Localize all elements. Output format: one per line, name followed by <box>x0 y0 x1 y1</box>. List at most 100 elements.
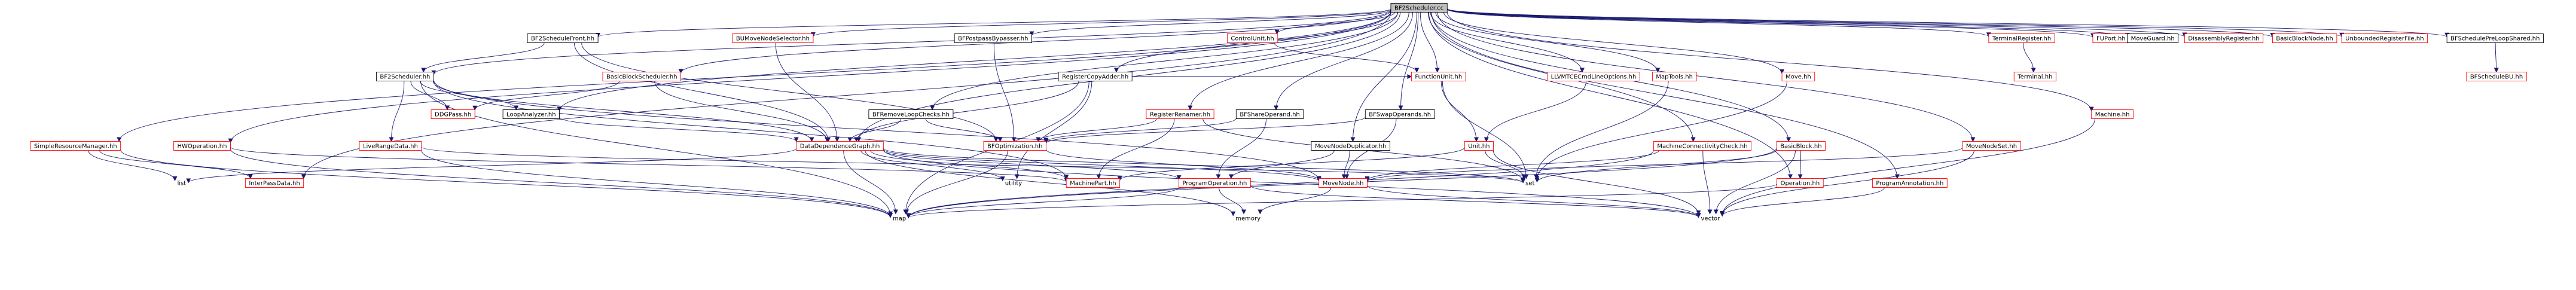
edge-root-to-disasm <box>1446 8 2187 38</box>
node-movenode[interactable]: MoveNode.hh <box>1318 178 1368 188</box>
node-progann[interactable]: ProgramAnnotation.hh <box>1872 178 1948 188</box>
node-box <box>1311 141 1390 151</box>
edge-root-to-srm <box>117 10 1391 142</box>
node-label: LLVMTCECmdLineOptions.hh <box>1551 74 1637 81</box>
edge-loopan-to-ddg <box>559 117 799 142</box>
node-box <box>1226 33 1278 43</box>
node-unit[interactable]: Unit.hh <box>1464 141 1494 151</box>
edge-unit-to-set <box>1485 150 1527 179</box>
node-maptools[interactable]: MapTools.hh <box>1652 72 1697 81</box>
edge-mnset-to-vector <box>1720 150 1974 216</box>
edge-root-to-unbrf <box>1446 8 2344 38</box>
node-bf2sf[interactable]: BF2ScheduleFront.hh <box>527 33 599 43</box>
node-root[interactable]: BF2Scheduler.cc <box>1390 3 1448 13</box>
edge-ddg-to-mpart <box>870 150 1069 180</box>
node-bfspls[interactable]: BFSchedulePreLoopShared.hh <box>2446 33 2544 43</box>
node-move[interactable]: Move.hh <box>1781 72 1815 81</box>
node-ddgpass[interactable]: DDGPass.hh <box>431 109 475 119</box>
node-set: set <box>1525 181 1534 187</box>
node-bumns[interactable]: BUMoveNodeSelector.hh <box>732 33 814 43</box>
edge-movenode-to-vector <box>1367 185 1701 218</box>
node-box <box>245 178 304 188</box>
node-regren[interactable]: RegisterRenamer.hh <box>1146 109 1214 119</box>
node-bb[interactable]: BasicBlock.hh <box>1776 141 1826 151</box>
node-progop[interactable]: ProgramOperation.hh <box>1179 178 1251 188</box>
node-fuport[interactable]: FUPort.hh <box>2092 33 2130 43</box>
node-mpart[interactable]: MachinePart.hh <box>1066 178 1121 188</box>
node-box <box>2341 33 2428 43</box>
node-box <box>1962 141 2021 151</box>
node-label: InterPassData.hh <box>249 181 300 187</box>
edge-bb-to-operation <box>1797 150 1803 179</box>
edge-bfopt-to-movenode <box>1045 149 1321 181</box>
node-mnset[interactable]: MoveNodeSet.hh <box>1962 141 2021 151</box>
node-box <box>376 72 434 81</box>
edge-root-to-bfpb <box>1029 9 1391 36</box>
node-bbsched[interactable]: BasicBlockScheduler.hh <box>602 72 682 81</box>
node-bfrlc[interactable]: BFRemoveLoopChecks.hh <box>868 109 954 119</box>
node-label: MachineConnectivityCheck.hh <box>1657 144 1747 150</box>
node-label: MachinePart.hh <box>1070 181 1116 187</box>
node-machine[interactable]: Machine.hh <box>2091 109 2134 119</box>
edge-mcc-to-movenode <box>1365 150 1659 181</box>
node-bf2s[interactable]: BF2Scheduler.hh <box>376 72 434 81</box>
node-bfsbu[interactable]: BFScheduleBU.hh <box>2466 72 2527 81</box>
edge-root-to-mndup <box>1350 12 1417 142</box>
node-utility: utility <box>1005 181 1023 187</box>
edge-ddg-to-set <box>883 148 1525 184</box>
node-box <box>732 33 814 43</box>
edge-root-to-moveguard <box>1446 8 2130 38</box>
node-srm[interactable]: SimpleResourceManager.hh <box>30 141 121 151</box>
node-label: RegisterRenamer.hh <box>1150 112 1210 118</box>
edge-root-to-fuport <box>1446 8 2095 38</box>
node-livedata[interactable]: LiveRangeData.hh <box>359 141 422 151</box>
node-box <box>1777 178 1824 188</box>
node-label: ProgramOperation.hh <box>1183 181 1247 187</box>
node-ctrlu[interactable]: ControlUnit.hh <box>1226 33 1278 43</box>
node-box <box>868 109 954 119</box>
edge-root-to-llvm <box>1430 12 1585 73</box>
edge-root-to-regren <box>1188 12 1409 111</box>
edge-root-to-bfrlc <box>930 12 1398 111</box>
node-operation[interactable]: Operation.hh <box>1777 178 1824 188</box>
node-list: list <box>177 181 186 187</box>
node-loopan[interactable]: LoopAnalyzer.hh <box>502 109 560 119</box>
node-fu[interactable]: FunctionUnit.hh <box>1411 72 1466 81</box>
edge-root-to-mnset <box>1437 12 1976 142</box>
node-termreg[interactable]: TerminalRegister.hh <box>1988 33 2055 43</box>
node-mndup[interactable]: MoveNodeDuplicator.hh <box>1311 141 1390 151</box>
edge-root-to-progann <box>1431 12 1900 179</box>
node-bbnode[interactable]: BasicBlockNode.hh <box>2272 33 2337 43</box>
node-ddg[interactable]: DataDependenceGraph.hh <box>796 141 884 151</box>
node-terminal[interactable]: Terminal.hh <box>2013 72 2056 81</box>
node-label: MoveNode.hh <box>1323 181 1364 187</box>
node-bfopt[interactable]: BFOptimization.hh <box>983 141 1046 151</box>
node-mcc[interactable]: MachineConnectivityCheck.hh <box>1653 141 1752 151</box>
node-label: BF2Scheduler.cc <box>1394 5 1443 12</box>
node-box <box>359 141 422 151</box>
edge-root-to-bfswop <box>1398 12 1419 111</box>
edge-mnset-to-movenode <box>1365 147 1963 182</box>
node-label: map <box>893 216 906 222</box>
edge-root-to-hwop <box>228 11 1391 144</box>
node-box <box>2091 109 2134 119</box>
edge-mcc-to-vector <box>1702 150 1713 215</box>
node-llvm[interactable]: LLVMTCECmdLineOptions.hh <box>1547 72 1640 81</box>
node-bfswop[interactable]: BFSwapOperands.hh <box>1365 109 1435 119</box>
node-box <box>1988 33 2055 43</box>
edge-progann-to-vector <box>1720 187 1885 217</box>
node-label: BFPostpassBypasser.hh <box>958 36 1028 42</box>
node-disasm[interactable]: DisassemblyRegister.hh <box>2184 33 2264 43</box>
node-bfpb[interactable]: BFPostpassBypasser.hh <box>954 33 1032 43</box>
node-box <box>502 109 560 119</box>
node-ipd[interactable]: InterPassData.hh <box>245 178 304 188</box>
node-regca[interactable]: RegisterCopyAdder.hh <box>1058 72 1133 81</box>
edge-ctrlu-to-fu <box>1274 42 1420 73</box>
node-hwop[interactable]: HWOperation.hh <box>173 141 231 151</box>
node-moveguard[interactable]: MoveGuard.hh <box>2127 33 2179 43</box>
node-bfshop[interactable]: BFShareOperand.hh <box>1235 109 1304 119</box>
edge-bumns-to-ddg <box>775 42 840 142</box>
node-label: BUMoveNodeSelector.hh <box>736 36 810 42</box>
node-unbrf[interactable]: UnboundedRegisterFile.hh <box>2341 33 2428 43</box>
